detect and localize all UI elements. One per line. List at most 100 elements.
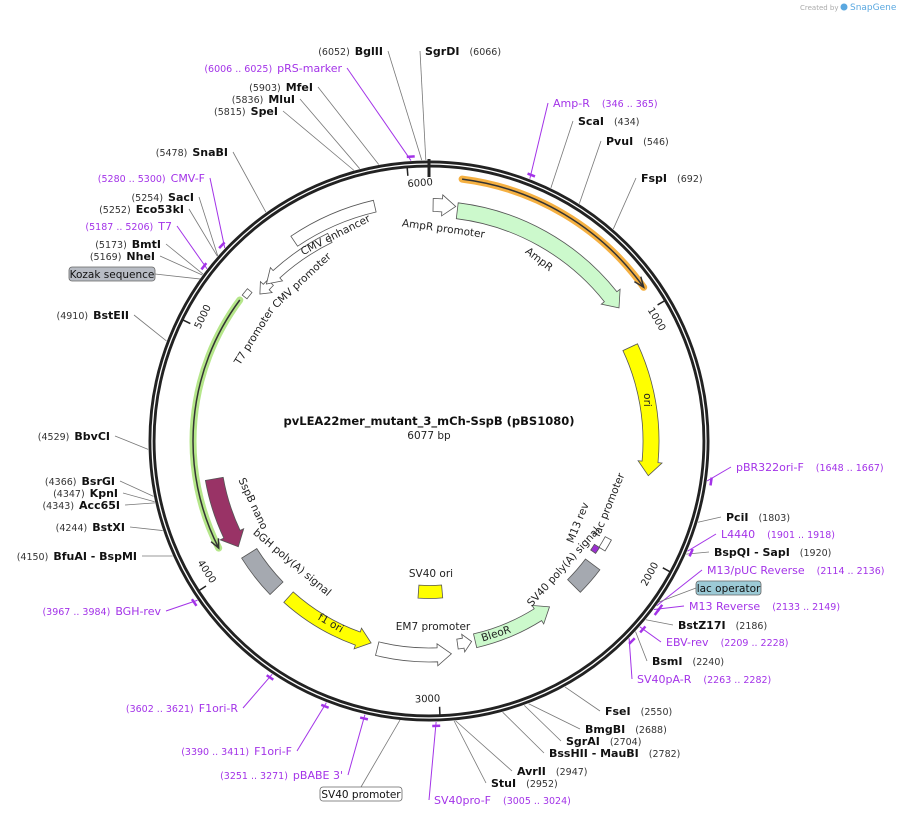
cmv-promoter-feature[interactable] [265, 232, 333, 285]
primer-text[interactable]: M13/pUC Reverse(2114 .. 2136) [707, 564, 884, 577]
restriction-site-label[interactable]: (4347)KpnI [53, 487, 118, 500]
site-text[interactable]: PciI(1803) [726, 511, 790, 524]
site-text[interactable]: (5903)MfeI [249, 81, 313, 94]
restriction-site-label[interactable]: StuI(2952) [491, 777, 558, 790]
site-text[interactable]: StuI(2952) [491, 777, 558, 790]
primer-text[interactable]: (3251 .. 3271)pBABE 3' [220, 769, 343, 782]
bgh-poly-a-signal-feature[interactable] [241, 548, 284, 596]
restriction-site-label[interactable]: (5169)NheI [90, 250, 155, 263]
site-text[interactable]: SgrDI(6066) [425, 45, 501, 58]
restriction-site-label[interactable]: (5836)MluI [232, 93, 295, 106]
t7-promoter-feature[interactable] [241, 288, 253, 300]
mcherry-highlight-arc[interactable] [192, 299, 241, 549]
site-text[interactable]: AvrII(2947) [517, 765, 588, 778]
primer-text[interactable]: EBV-rev(2209 .. 2228) [666, 636, 788, 649]
restriction-site-label[interactable]: (5254)SacI [131, 191, 194, 204]
misc-feature[interactable] [456, 633, 473, 654]
primer-label[interactable]: SV40pA-R(2263 .. 2282) [637, 673, 771, 686]
primer-text[interactable]: (5280 .. 5300)CMV-F [98, 172, 205, 185]
site-text[interactable]: BmgBI(2688) [585, 723, 667, 736]
restriction-site-label[interactable]: (4529)BbvCI [38, 430, 110, 443]
bleor-feature[interactable] [473, 604, 551, 649]
restriction-site-label[interactable]: AvrII(2947) [517, 765, 588, 778]
ampr-promoter-feature[interactable] [432, 194, 457, 217]
ampr-highlight-arc[interactable] [462, 178, 645, 288]
primer-label[interactable]: M13/pUC Reverse(2114 .. 2136) [707, 564, 884, 577]
ampr-feature[interactable] [455, 202, 621, 309]
site-text[interactable]: BspQI - SapI(1920) [714, 546, 831, 559]
restriction-site-label[interactable]: (5478)SnaBI [156, 146, 228, 159]
primer-label[interactable]: (3602 .. 3621)F1ori-R [126, 702, 238, 715]
em7-promoter-feature[interactable] [375, 641, 453, 667]
site-text[interactable]: ScaI(434) [578, 115, 640, 128]
site-text[interactable]: (5169)NheI [90, 250, 155, 263]
sv40-ori-feature[interactable] [417, 584, 444, 599]
feature-box-label[interactable]: lac operator [695, 580, 762, 596]
primer-text[interactable]: (3602 .. 3621)F1ori-R [126, 702, 238, 715]
feature-box-label[interactable]: SV40 promoter [319, 786, 403, 802]
restriction-site-label[interactable]: (4244)BstXI [56, 521, 125, 534]
primer-text[interactable]: (3390 .. 3411)F1ori-F [181, 745, 292, 758]
site-text[interactable]: BssHII - MauBI(2782) [549, 747, 680, 760]
restriction-site-label[interactable]: (5173)BmtI [95, 238, 161, 251]
feature-box[interactable] [68, 266, 156, 282]
restriction-site-label[interactable]: BstZ17I(2186) [678, 619, 767, 632]
site-text[interactable]: (6052)BglII [318, 45, 383, 58]
restriction-site-label[interactable]: ScaI(434) [578, 115, 640, 128]
restriction-site-label[interactable]: BmgBI(2688) [585, 723, 667, 736]
cmv-enhancer-feature[interactable] [290, 199, 377, 247]
primer-text[interactable]: SV40pA-R(2263 .. 2282) [637, 673, 771, 686]
restriction-site-label[interactable]: SgrAI(2704) [566, 735, 641, 748]
primer-text[interactable]: M13 Reverse(2133 .. 2149) [689, 600, 840, 613]
feature-box-label[interactable]: Kozak sequence [68, 266, 156, 282]
site-text[interactable]: BsmI(2240) [652, 655, 724, 668]
lac-promoter-feature[interactable] [598, 536, 612, 552]
feature-box[interactable] [695, 580, 762, 596]
site-text[interactable]: FseI(2550) [605, 705, 672, 718]
primer-label[interactable]: M13 Reverse(2133 .. 2149) [689, 600, 840, 613]
primer-label[interactable]: (3967 .. 3984)BGH-rev [42, 605, 161, 618]
restriction-site-label[interactable]: PciI(1803) [726, 511, 790, 524]
primer-label[interactable]: (6006 .. 6025)pRS-marker [204, 62, 342, 75]
site-text[interactable]: (4343)Acc65I [42, 499, 120, 512]
primer-text[interactable]: (3967 .. 3984)BGH-rev [42, 605, 161, 618]
restriction-site-label[interactable]: SgrDI(6066) [425, 45, 501, 58]
restriction-site-label[interactable]: (4150)BfuAI - BspMI [17, 550, 137, 563]
primer-text[interactable]: (5187 .. 5206)T7 [85, 220, 172, 233]
restriction-site-label[interactable]: (5815)SpeI [214, 105, 278, 118]
primer-label[interactable]: SV40pro-F(3005 .. 3024) [434, 794, 571, 807]
m13-rev-feature[interactable] [590, 543, 601, 554]
primer-label[interactable]: L4440(1901 .. 1918) [721, 528, 835, 541]
f1-ori-feature[interactable] [283, 591, 372, 650]
restriction-site-label[interactable]: FspI(692) [641, 172, 703, 185]
sspb-nano-feature[interactable] [204, 476, 245, 548]
site-text[interactable]: (4529)BbvCI [38, 430, 110, 443]
site-text[interactable]: BstZ17I(2186) [678, 619, 767, 632]
restriction-site-label[interactable]: BssHII - MauBI(2782) [549, 747, 680, 760]
restriction-site-label[interactable]: (5252)Eco53kI [99, 203, 184, 216]
primer-label[interactable]: (3390 .. 3411)F1ori-F [181, 745, 292, 758]
site-text[interactable]: (4910)BstEII [57, 309, 129, 322]
primer-label[interactable]: (5280 .. 5300)CMV-F [98, 172, 205, 185]
primer-text[interactable]: L4440(1901 .. 1918) [721, 528, 835, 541]
restriction-site-label[interactable]: (6052)BglII [318, 45, 383, 58]
site-text[interactable]: (4347)KpnI [53, 487, 118, 500]
site-text[interactable]: (5836)MluI [232, 93, 295, 106]
primer-text[interactable]: pBR322ori-F(1648 .. 1667) [736, 461, 884, 474]
primer-text[interactable]: (6006 .. 6025)pRS-marker [204, 62, 342, 75]
ori-feature[interactable] [622, 343, 663, 477]
restriction-site-label[interactable]: BsmI(2240) [652, 655, 724, 668]
restriction-site-label[interactable]: (5903)MfeI [249, 81, 313, 94]
site-text[interactable]: (5478)SnaBI [156, 146, 228, 159]
restriction-site-label[interactable]: (4366)BsrGI [45, 475, 115, 488]
primer-label[interactable]: (5187 .. 5206)T7 [85, 220, 172, 233]
sv40-poly-a-signal-feature[interactable] [567, 558, 601, 593]
primer-label[interactable]: (3251 .. 3271)pBABE 3' [220, 769, 343, 782]
restriction-site-label[interactable]: BspQI - SapI(1920) [714, 546, 831, 559]
feature-box[interactable] [319, 786, 403, 802]
primer-text[interactable]: SV40pro-F(3005 .. 3024) [434, 794, 571, 807]
site-text[interactable]: (5254)SacI [131, 191, 194, 204]
site-text[interactable]: (4244)BstXI [56, 521, 125, 534]
site-text[interactable]: PvuI(546) [606, 135, 669, 148]
site-text[interactable]: (5815)SpeI [214, 105, 278, 118]
